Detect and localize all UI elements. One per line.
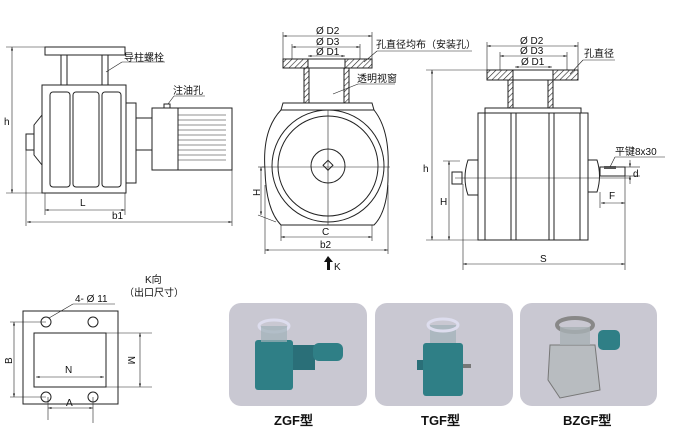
bolt-hole: [87, 316, 99, 328]
sight-glass-body: [430, 325, 456, 343]
arrow-K-label: K: [334, 262, 341, 273]
dim-d: d: [633, 169, 639, 180]
dim-D3: Ø D3: [520, 46, 544, 57]
dim-h: h: [423, 164, 429, 175]
motor-fins: [178, 114, 226, 161]
neck-wall-left: [507, 79, 514, 109]
product-bzgf: BZGF型: [520, 303, 657, 428]
outlet-opening: [33, 332, 107, 388]
label-oil-hole: 注油孔: [173, 84, 203, 97]
dim-b2: b2: [320, 240, 332, 251]
sight-glass: [426, 317, 460, 333]
motor-shape: [313, 343, 343, 361]
left-shaft: [451, 171, 463, 185]
sight-glass-body: [261, 326, 287, 342]
body-top: [280, 102, 375, 111]
valve-housing: [264, 109, 389, 226]
dim-H: H: [252, 189, 263, 196]
caption-bzgf: BZGF型: [563, 413, 611, 428]
flange-bore: [512, 69, 554, 81]
stainless-body-shape: [547, 344, 601, 399]
dim-C: C: [322, 227, 329, 238]
label-guide-bolt: 导柱螺栓: [124, 51, 164, 64]
dim-B: B: [4, 357, 15, 364]
caption-zgf: ZGF型: [274, 413, 313, 428]
coupling: [135, 117, 153, 151]
right-bearing: [588, 159, 600, 193]
dim-N: N: [65, 365, 72, 376]
gearbox: [293, 345, 315, 370]
outlet-view-subtitle: （出口尺寸）: [124, 286, 184, 299]
valve-body-shape: [423, 343, 463, 396]
dim-D1: Ø D1: [316, 47, 340, 58]
label-flat-key: 平键8x30: [615, 145, 657, 158]
outlet-view-title: K向: [145, 273, 162, 286]
flange-bore: [307, 58, 346, 69]
neck-wall-right: [343, 67, 350, 104]
rotor-panel: [101, 91, 122, 188]
neck-wall-right: [547, 79, 554, 109]
end-view: Ø D2 Ø D3 Ø D1 孔直径 平键8x30 d F h H S: [423, 36, 665, 270]
top-flange: [44, 46, 126, 56]
label-bolt-holes: 4- Ø 11: [75, 294, 108, 305]
dim-A: A: [66, 398, 73, 409]
dim-h: h: [4, 117, 10, 128]
dim-D3: Ø D3: [316, 37, 340, 48]
product-tgf: TGF型: [375, 303, 513, 428]
motor: [151, 107, 233, 171]
dim-M: M: [125, 356, 136, 364]
dim-L: L: [80, 198, 86, 209]
rotor-panel: [72, 91, 100, 188]
dim-F: F: [609, 191, 615, 202]
caption-tgf: TGF型: [421, 413, 460, 428]
shaft-square: [322, 159, 334, 171]
label-transparent-window: 透明视窗: [357, 72, 397, 85]
key: [604, 166, 616, 169]
dim-b1: b1: [112, 211, 124, 222]
front-view: Ø D2 Ø D3 Ø D1 孔直径均布（安装孔） 透明视窗 H C b2 K: [252, 26, 476, 273]
label-mounting-holes: 孔直径均布（安装孔）: [376, 38, 476, 51]
body-top: [484, 107, 582, 114]
outlet-flange: [22, 310, 119, 405]
neck-wall-left: [303, 67, 310, 104]
valve-body: [41, 84, 127, 194]
left-hub: [417, 360, 423, 370]
valve-body: [477, 112, 589, 241]
gear-plate: [125, 102, 137, 184]
product-zgf: ZGF型: [229, 303, 367, 428]
guide-post-left: [60, 54, 68, 86]
sight-glass-body: [560, 327, 590, 345]
dim-D2: Ø D2: [520, 36, 544, 47]
dim-D2: Ø D2: [316, 26, 340, 37]
oil-hole: [163, 103, 171, 109]
dim-D1: Ø D1: [521, 57, 545, 68]
shaft: [463, 364, 471, 368]
left-bearing: [464, 159, 478, 196]
dim-S: S: [540, 254, 547, 265]
guide-post-right: [101, 54, 109, 86]
left-bearing: [33, 114, 43, 166]
outlet-view: K向 （出口尺寸） 4- Ø 11 B M N A: [4, 273, 184, 423]
motor-shape: [598, 330, 620, 350]
label-hole-diameter: 孔直径: [584, 47, 614, 60]
body-ribs: [484, 113, 581, 240]
k-direction-arrow-icon: [324, 256, 333, 270]
dim-H: H: [440, 197, 447, 208]
left-shaft: [25, 133, 35, 151]
valve-body-shape: [255, 340, 293, 390]
side-view: 导柱螺栓 注油孔 h L b1: [4, 46, 233, 226]
rotor-panel: [49, 91, 71, 188]
